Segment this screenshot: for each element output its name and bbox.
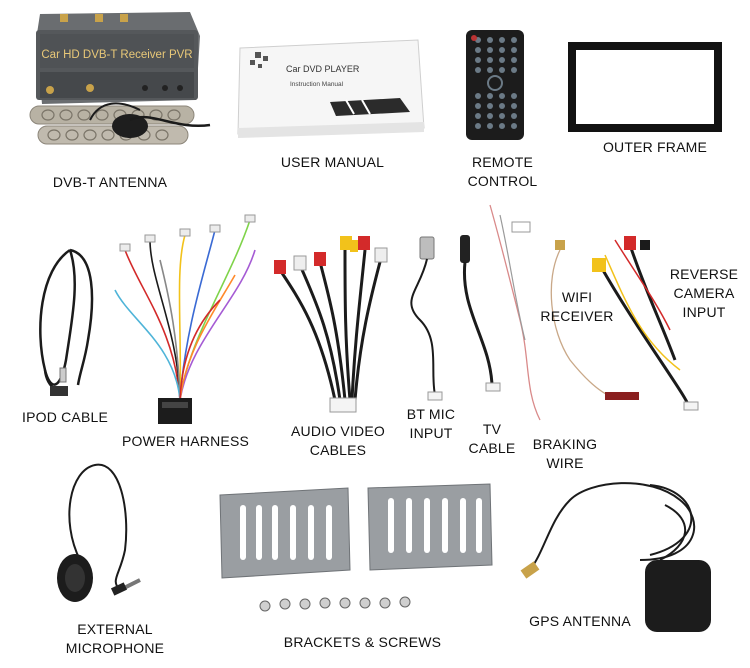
remote-control-label: REMOTE CONTROL	[467, 154, 538, 189]
manual-subtitle: Instruction Manual	[290, 81, 344, 88]
external-microphone-label: EXTERNAL MICROPHONE	[65, 621, 165, 656]
bracket-right	[367, 483, 493, 571]
tv-cable-label: TV CABLE	[468, 421, 516, 456]
power-harness-label: POWER HARNESS	[121, 433, 250, 449]
manual-title: Car DVD PLAYER	[286, 64, 360, 74]
user-manual-label: USER MANUAL	[280, 154, 385, 170]
brackets-screws-label: BRACKETS & SCREWS	[283, 634, 442, 650]
audio-video-cables-label: AUDIO VIDEO CABLES	[291, 423, 385, 458]
receiver-panel-text: Car HD DVB-T Receiver PVR	[41, 49, 192, 61]
bracket-left	[219, 487, 351, 579]
bt-mic-input-label: BT MIC INPUT	[406, 406, 456, 441]
reverse-camera-input-label: REVERSE CAMERA INPUT	[669, 266, 739, 320]
dvbt-antenna-label: DVB-T ANTENNA	[52, 174, 168, 190]
outer-frame-label: OUTER FRAME	[602, 139, 708, 155]
wifi-receiver-label: WIFI RECEIVER	[540, 289, 614, 324]
ipod-cable-label: IPOD CABLE	[21, 409, 109, 425]
dvbt-receiver-box: Car HD DVB-T Receiver PVR	[36, 12, 200, 104]
screws-row	[259, 596, 411, 612]
gps-antenna-label: GPS ANTENNA	[529, 613, 631, 629]
dvbt-antenna-pads	[29, 102, 211, 145]
braking-wire-label: BRAKING WIRE	[532, 436, 598, 471]
